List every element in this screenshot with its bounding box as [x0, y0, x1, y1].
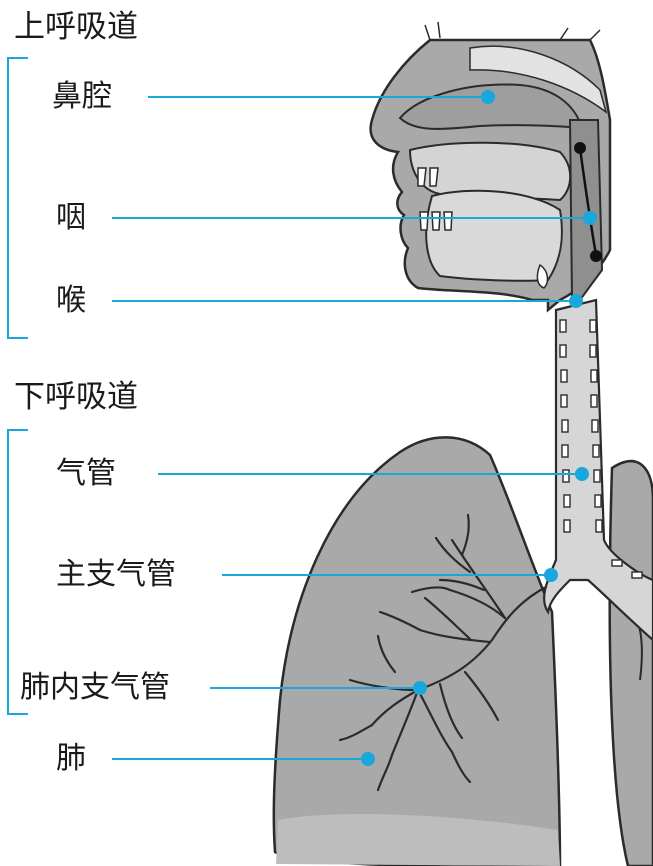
marker-pharynx: [583, 211, 597, 225]
label-nasal-cavity: 鼻腔: [52, 80, 112, 114]
anatomy-illustration: [274, 22, 653, 866]
marker-intrapulmonary-bronchus: [413, 681, 427, 695]
marker-larynx: [569, 294, 583, 308]
marker-main-bronchus: [544, 568, 558, 582]
pharynx-top-dot: [574, 142, 586, 154]
left-lung-shape: [274, 437, 560, 866]
label-lung: 肺: [56, 742, 86, 776]
label-intrapulmonary-bronchus: 肺内支气管: [20, 671, 170, 705]
upper-tract-bracket: [8, 58, 28, 338]
marker-lung: [361, 752, 375, 766]
lower-respiratory-tract-heading: 下呼吸道: [14, 380, 138, 414]
pharynx-bottom-dot: [590, 250, 602, 262]
marker-trachea: [575, 467, 589, 481]
right-lung-shape: [610, 461, 653, 866]
label-larynx: 喉: [56, 284, 86, 318]
label-trachea: 气管: [56, 457, 116, 491]
top-hair-lines: [425, 22, 600, 40]
upper-respiratory-tract-heading: 上呼吸道: [14, 10, 138, 44]
label-main-bronchus: 主支气管: [56, 558, 176, 592]
label-pharynx: 咽: [56, 201, 86, 235]
marker-nasal-cavity: [481, 90, 495, 104]
